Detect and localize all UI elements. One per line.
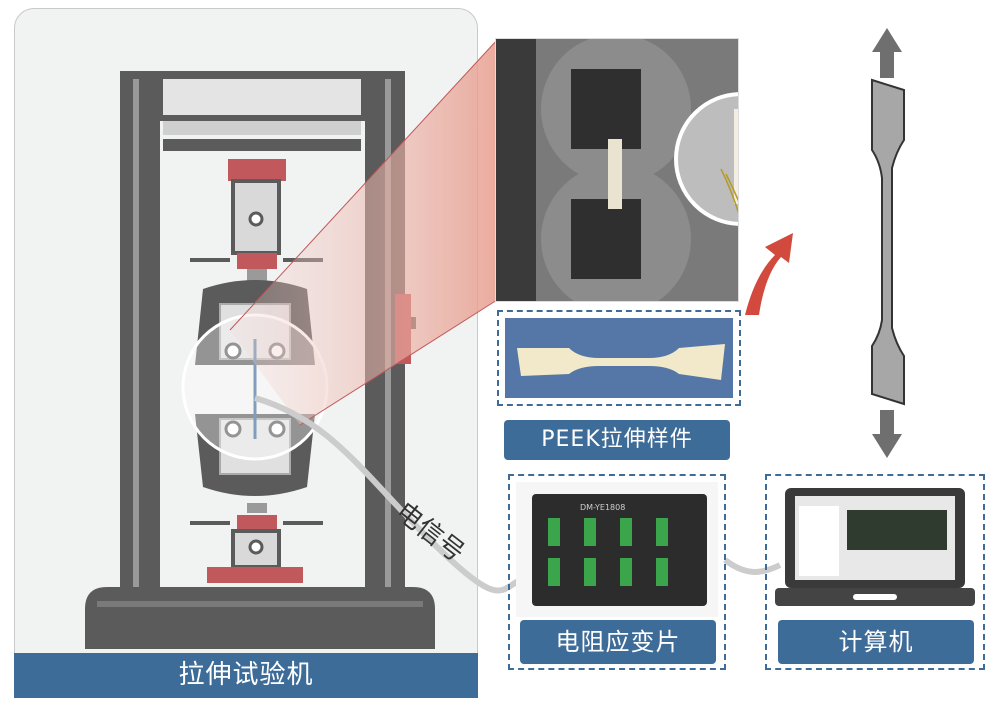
specimen-photo — [505, 318, 733, 398]
computer-box — [765, 474, 985, 670]
specimen-photo-box — [497, 310, 741, 406]
strain-gauge-label: 电阻应变片 — [520, 620, 716, 664]
strain-gauge-box: DM-YE1808 — [508, 474, 726, 670]
laptop-icon — [775, 488, 975, 606]
machine-label: 拉伸试验机 — [14, 653, 478, 698]
specimen-diagram — [871, 28, 905, 458]
specimen-label: PEEK拉伸样件 — [504, 420, 730, 460]
red-arrow — [745, 233, 793, 315]
computer-label: 计算机 — [778, 620, 974, 664]
device-model-text: DM-YE1808 — [580, 503, 625, 512]
grip-photo — [495, 38, 739, 302]
strain-gauge-device: DM-YE1808 — [516, 482, 718, 617]
